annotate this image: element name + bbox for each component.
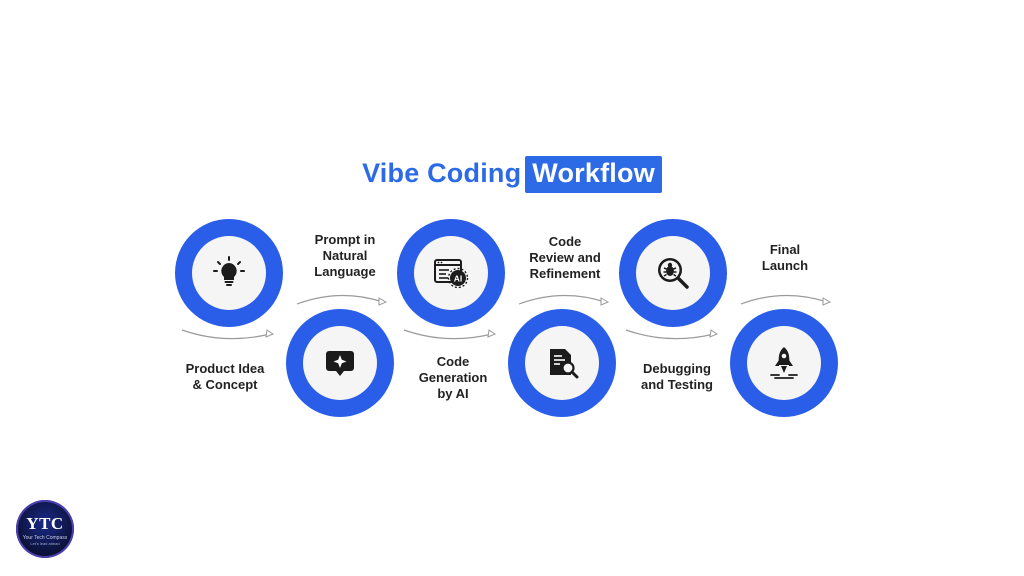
label-line: Product Idea <box>185 361 265 376</box>
step-1-circle <box>175 219 283 327</box>
logo-tagline: Your Tech Compass <box>22 535 68 541</box>
lightbulb-icon <box>213 256 245 286</box>
connector-arrow <box>296 294 388 306</box>
svg-text:AI: AI <box>454 274 463 284</box>
step-4-label: Code Review and Refinement <box>500 234 630 282</box>
step-5-label: Debugging and Testing <box>612 361 742 393</box>
label-line: Code <box>548 234 582 249</box>
ytc-logo: YTC Your Tech Compass Let's lead ahead <box>16 500 74 558</box>
label-line: by AI <box>437 386 469 401</box>
step-1-label: Product Idea & Concept <box>160 361 290 393</box>
step-3-label: Code Generation by AI <box>388 354 518 402</box>
connector-arrow <box>625 329 719 340</box>
label-line: and Testing <box>641 377 713 392</box>
step-4-icon-holder <box>525 326 599 400</box>
step-6-circle <box>730 309 838 417</box>
connector-arrow <box>740 294 832 306</box>
step-5-icon-holder <box>636 236 710 310</box>
logo-text: YTC <box>26 514 64 533</box>
step-5-circle <box>619 219 727 327</box>
step-4-circle <box>508 309 616 417</box>
label-line: Code <box>436 354 470 369</box>
label-line: Debugging <box>643 361 711 376</box>
label-line: Refinement <box>529 266 601 281</box>
step-1-icon-holder <box>192 236 266 310</box>
step-6-label: Final Launch <box>720 242 850 274</box>
ai-code-window-icon: AI <box>434 259 469 289</box>
bug-search-icon <box>658 258 689 289</box>
label-line: Language <box>314 264 376 279</box>
title-highlight: Workflow <box>525 156 662 193</box>
step-3-circle: AI <box>397 219 505 327</box>
label-line: Review and <box>529 250 601 265</box>
step-2-icon-holder <box>303 326 377 400</box>
label-line: & Concept <box>192 377 258 392</box>
label-line: Prompt in <box>314 232 376 247</box>
connector-arrow <box>181 329 275 340</box>
document-search-icon <box>550 349 579 379</box>
label-line: Generation <box>418 370 488 385</box>
step-2-label: Prompt in Natural Language <box>280 232 410 280</box>
step-6-icon-holder <box>747 326 821 400</box>
label-line: Launch <box>761 258 809 273</box>
step-3-icon-holder: AI <box>414 236 488 310</box>
step-2-circle <box>286 309 394 417</box>
chat-sparkle-icon <box>326 351 354 376</box>
rocket-icon <box>770 347 798 379</box>
logo-subline: Let's lead ahead <box>30 541 60 546</box>
label-line: Final <box>769 242 801 257</box>
label-line: Natural <box>322 248 368 263</box>
connector-arrow <box>518 294 610 306</box>
title-text: Vibe Coding <box>362 158 522 188</box>
connector-arrow <box>403 329 497 340</box>
